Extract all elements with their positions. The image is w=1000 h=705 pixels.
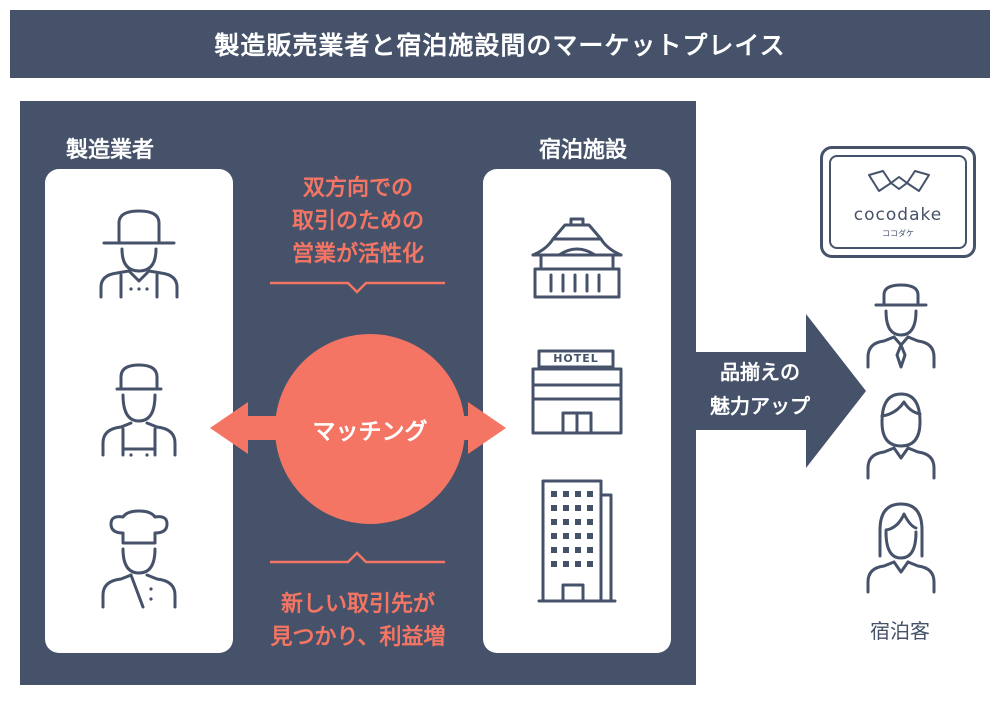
woman-short-hair-icon bbox=[866, 392, 936, 480]
bottom-note-pointer bbox=[270, 551, 445, 564]
top-note-line1: 双方向での bbox=[302, 176, 413, 201]
bottom-note: 新しい取引先が 見つかり、利益増 bbox=[248, 588, 468, 654]
top-note: 双方向での 取引のための 営業が活性化 bbox=[248, 172, 468, 271]
matching-label: マッチング bbox=[312, 419, 428, 445]
big-right-arrow bbox=[696, 314, 866, 468]
ryokan-icon bbox=[531, 217, 623, 299]
office-tower-icon bbox=[537, 479, 617, 603]
farmer-icon bbox=[99, 209, 179, 299]
manufacturers-card bbox=[45, 169, 233, 653]
hotel-icon bbox=[531, 349, 623, 435]
top-note-pointer bbox=[270, 281, 445, 294]
worker-icon bbox=[101, 363, 177, 457]
arrow-label: 品揃えの 魅力アップ bbox=[700, 355, 820, 423]
main-panel: 製造業者 宿泊施設 bbox=[20, 101, 696, 685]
logo-subtitle: ココダケ bbox=[882, 229, 914, 238]
businessman-icon bbox=[866, 283, 936, 369]
bottom-note-line1: 新しい取引先が bbox=[280, 592, 435, 617]
matching-circle: マッチング bbox=[275, 334, 465, 524]
top-note-line2: 取引のための bbox=[291, 209, 424, 234]
arrow-label-line2: 魅力アップ bbox=[710, 394, 810, 418]
handshake-icon bbox=[868, 170, 930, 192]
manufacturers-label: 製造業者 bbox=[65, 138, 154, 163]
top-note-line3: 営業が活性化 bbox=[291, 242, 424, 267]
accommodations-label: 宿泊施設 bbox=[538, 138, 627, 163]
cocodake-logo: cocodake ココダケ bbox=[820, 146, 976, 258]
logo-name: cocodake bbox=[853, 205, 943, 225]
bottom-note-line2: 見つかり、利益増 bbox=[270, 625, 446, 650]
chef-icon bbox=[101, 509, 177, 609]
page-title: 製造販売業者と宿泊施設間のマーケットプレイス bbox=[10, 10, 990, 78]
arrow-label-line1: 品揃えの bbox=[720, 360, 800, 384]
hotel-sign: HOTEL bbox=[553, 352, 599, 365]
accommodations-card: HOTEL bbox=[483, 169, 671, 653]
guests-label: 宿泊客 bbox=[870, 619, 930, 643]
woman-long-hair-icon bbox=[866, 502, 936, 594]
